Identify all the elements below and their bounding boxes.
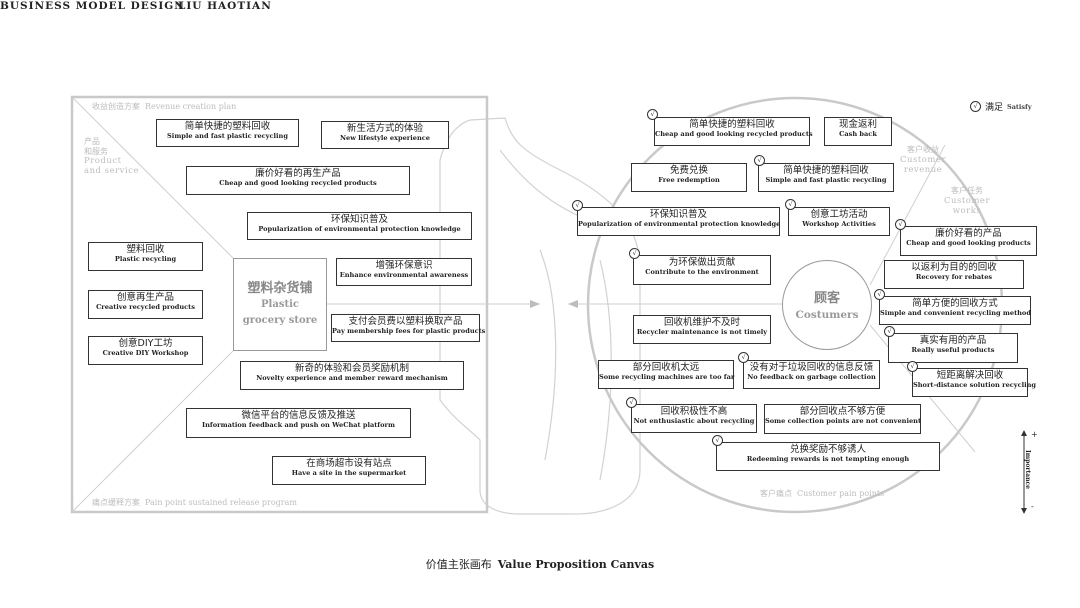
satisfied-check-icon: √: [895, 219, 906, 230]
satisfied-check-icon: √: [629, 248, 640, 259]
customers-center: 顾客 Costumers: [782, 260, 872, 350]
header-author: LIU HAOTIAN: [178, 0, 272, 12]
satisfied-check-icon: √: [647, 109, 658, 120]
legend-label-en: Satisfy: [1007, 102, 1032, 111]
importance-minus: -: [1031, 502, 1034, 511]
satisfied-check-icon: √: [712, 435, 723, 446]
satisfied-check-icon: √: [754, 155, 765, 166]
legend-label-zh: 满足: [985, 103, 1004, 113]
satisfy-legend-icon: √: [970, 101, 981, 112]
plastic-grocery-store-center: 塑料杂货铺 Plastic grocery store: [233, 258, 327, 351]
importance-axis: + - Importance: [1020, 430, 1040, 514]
importance-plus: +: [1031, 430, 1038, 439]
satisfied-check-icon: √: [738, 352, 749, 363]
satisfied-check-icon: √: [785, 199, 796, 210]
importance-label: Importance: [1024, 449, 1032, 490]
satisfied-check-icon: √: [884, 326, 895, 337]
satisfied-check-icon: √: [572, 200, 583, 211]
products-services-label: 产品 和服务 Product and service: [84, 137, 139, 177]
satisfied-check-icon: √: [626, 397, 637, 408]
header-title: BUSINESS MODEL DESIGN: [0, 0, 185, 12]
legend: √ 满足 Satisfy: [970, 100, 1032, 113]
satisfied-check-icon: √: [874, 289, 885, 300]
satisfied-check-icon: √: [907, 361, 918, 372]
